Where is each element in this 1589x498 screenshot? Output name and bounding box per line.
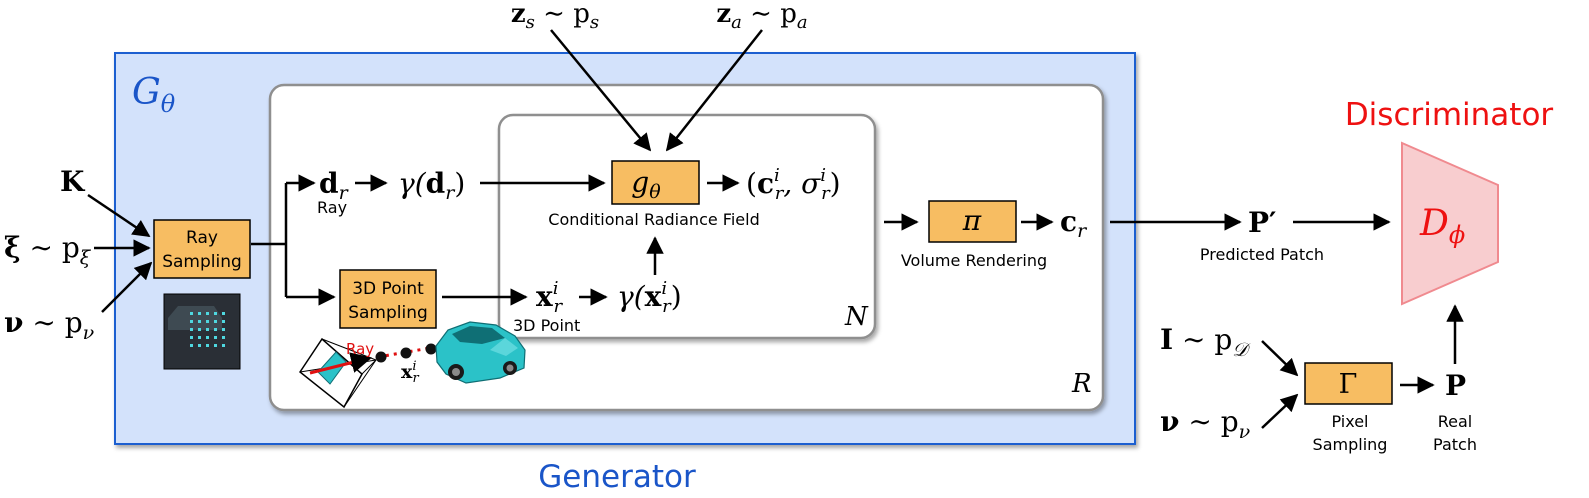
- ray-sampling-label-2: Sampling: [162, 252, 242, 272]
- grid-sample-dot: [198, 344, 201, 347]
- ray-illustration-label: Ray: [346, 340, 374, 358]
- k-input: K: [60, 165, 86, 198]
- za-input: za ∼ pa: [716, 0, 807, 33]
- g-theta-block: [611, 160, 700, 205]
- real-caption-1: Real: [1438, 412, 1473, 431]
- grid-sample-dot: [222, 312, 225, 315]
- volume-rendering-block: [928, 200, 1017, 243]
- point-sampling-label-1: 3D Point: [352, 279, 424, 299]
- grid-sample-dot: [214, 328, 217, 331]
- pixel-caption-2: Sampling: [1313, 435, 1388, 454]
- zs-input: zs ∼ ps: [511, 0, 599, 33]
- real-caption-2: Patch: [1433, 435, 1477, 454]
- pixel-sampling-block: [1304, 362, 1393, 405]
- grid-sample-dot: [190, 328, 193, 331]
- grid-sample-dot: [198, 312, 201, 315]
- pixel-sampling-symbol: Γ: [1339, 369, 1358, 400]
- ray-red-arrow: [309, 352, 373, 375]
- grid-sample-dot: [214, 320, 217, 323]
- nu-input: ν ∼ pν: [4, 306, 95, 344]
- discriminator-symbol: Dϕ: [1419, 203, 1465, 249]
- point-sampling-block: [339, 269, 437, 329]
- arrow-zs-to-g: [550, 29, 652, 152]
- point-caption: 3D Point: [513, 316, 580, 335]
- ray-direction: dr: [319, 167, 350, 204]
- ray-sampling-block: [153, 219, 251, 279]
- arrow-nu-to-pixel: [1261, 393, 1299, 429]
- discriminator-title: Discriminator: [1345, 97, 1554, 133]
- grid-sample-dot: [198, 336, 201, 339]
- grid-sample-dot: [222, 320, 225, 323]
- ray-grid-thumbnail: [163, 293, 241, 370]
- radiance-caption: Conditional Radiance Field: [548, 210, 759, 229]
- arrow-image-to-pixel: [1261, 340, 1299, 377]
- real-nu-input: ν ∼ pν: [1160, 405, 1251, 443]
- ray-sampling-label-1: Ray: [186, 228, 218, 248]
- ray-caption: Ray: [317, 198, 347, 217]
- volume-caption: Volume Rendering: [901, 251, 1047, 270]
- grid-sample-dot: [190, 336, 193, 339]
- grid-sample-dot: [206, 312, 209, 315]
- generator-label: Generator: [538, 459, 696, 495]
- grid-sample-dot: [206, 328, 209, 331]
- grid-sample-dot: [206, 336, 209, 339]
- grid-sample-dot: [198, 328, 201, 331]
- image-input: I ∼ p𝒟: [1160, 323, 1251, 361]
- grid-sample-dot: [190, 312, 193, 315]
- grid-sample-dot: [206, 344, 209, 347]
- grid-sample-dot: [198, 320, 201, 323]
- grid-sample-dot: [222, 336, 225, 339]
- arrow-k-to-ray: [87, 193, 151, 238]
- arrow-nu-to-ray: [101, 261, 153, 313]
- point-loop-var: N: [844, 302, 869, 332]
- ray-loop-var: R: [1071, 369, 1092, 399]
- discriminator-trapezoid: [1401, 141, 1499, 306]
- car-model: [435, 321, 526, 384]
- point-sampling-label-2: Sampling: [348, 303, 428, 323]
- point-loop-box: [497, 113, 877, 340]
- arrow-za-to-g: [665, 29, 763, 152]
- real-patch-symbol: P: [1445, 369, 1466, 402]
- predicted-caption: Predicted Patch: [1200, 245, 1324, 264]
- grid-sample-dot: [214, 344, 217, 347]
- grid-sample-dot: [206, 320, 209, 323]
- grid-sample-dot: [190, 344, 193, 347]
- generator-symbol: Gθ: [132, 72, 176, 118]
- xi-input: ξ ∼ pξ: [4, 231, 92, 269]
- gamma-direction: γ(dr): [398, 167, 465, 204]
- predicted-patch-symbol: P′: [1248, 206, 1276, 239]
- grid-sample-dot: [214, 336, 217, 339]
- sample-point: [425, 343, 437, 355]
- color-output: cr: [1060, 205, 1088, 242]
- grid-sample-dot: [222, 328, 225, 331]
- g-theta-label: gθ: [631, 166, 661, 203]
- pi-label: π: [962, 204, 982, 237]
- sample-point: [375, 351, 387, 363]
- grid-sample-dot: [214, 312, 217, 315]
- grid-sample-dot: [222, 344, 225, 347]
- pixel-caption-1: Pixel: [1331, 412, 1368, 431]
- grid-sample-dot: [190, 320, 193, 323]
- sample-point: [400, 347, 412, 359]
